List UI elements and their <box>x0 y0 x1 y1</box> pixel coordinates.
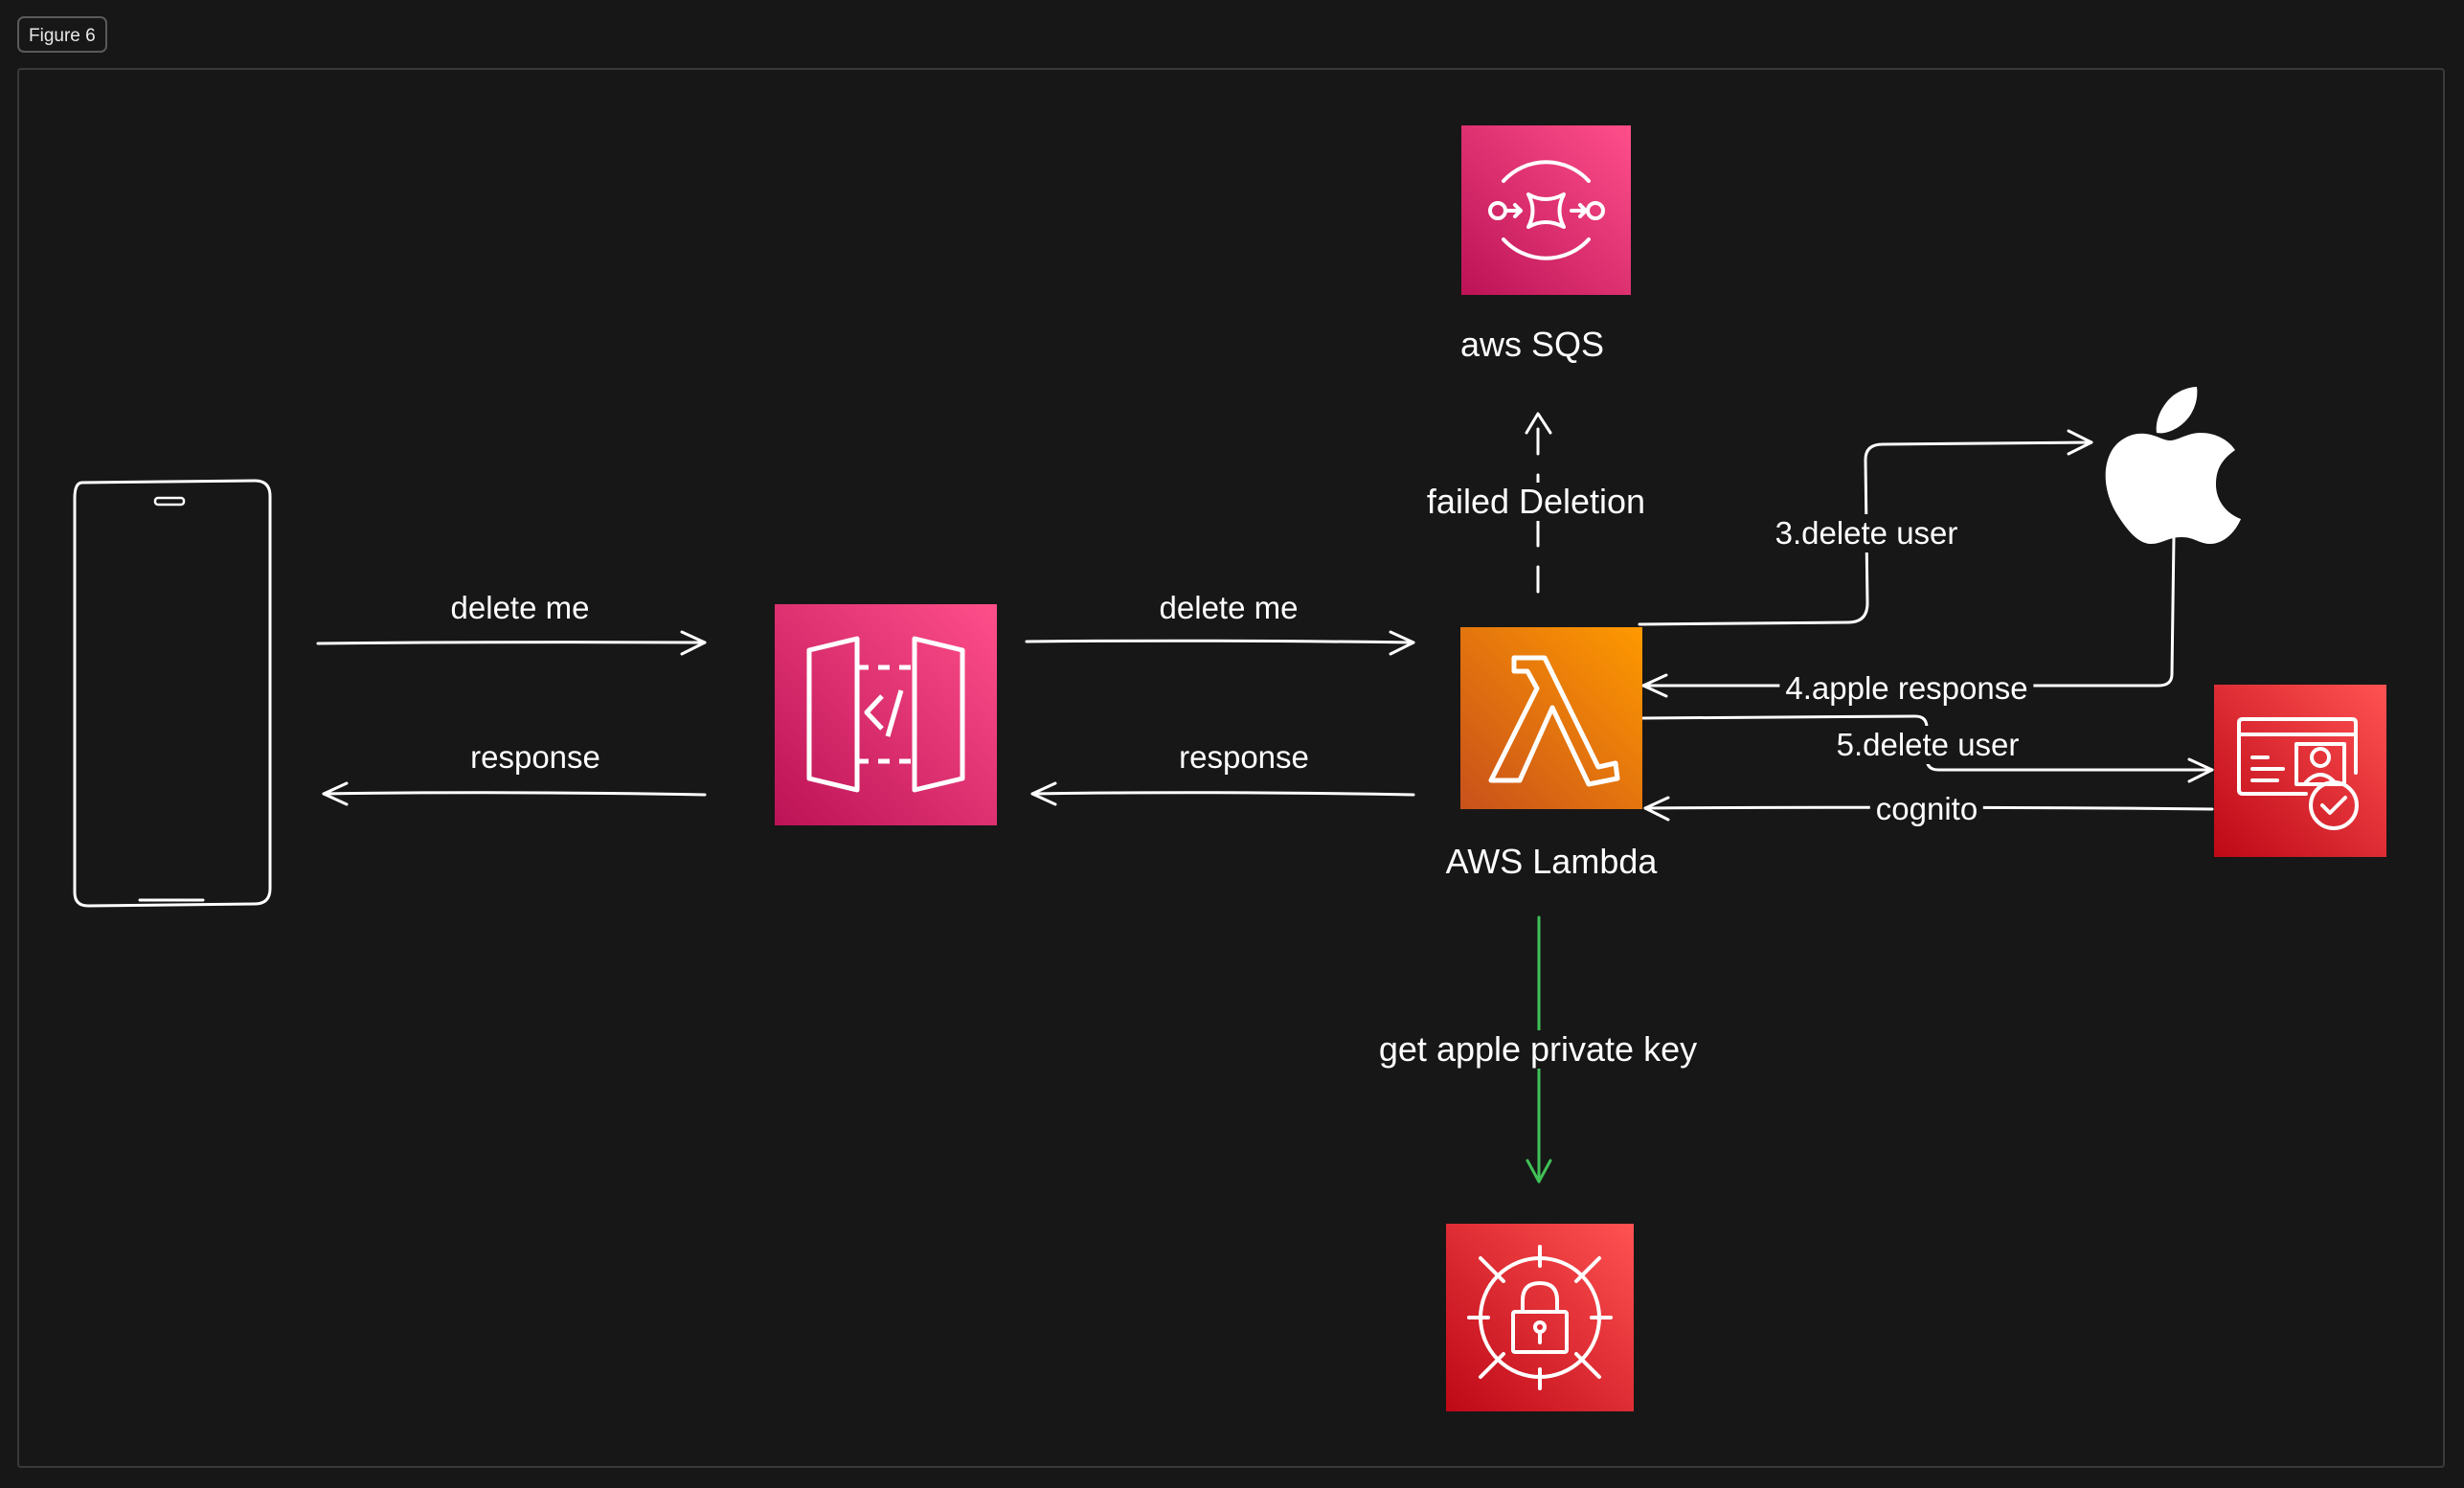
edge-label-lambda-to-sqs: failed Deletion <box>1420 483 1652 521</box>
apple-logo-icon <box>2105 387 2241 544</box>
edge-phone-to-api-arrowhead <box>680 630 707 656</box>
lambda-icon <box>1460 627 1642 809</box>
phone-icon <box>73 479 272 908</box>
edge-apple-to-lambda <box>1641 534 2176 688</box>
edge-api-to-phone <box>322 791 707 797</box>
edge-api-to-phone-arrowhead <box>322 781 349 806</box>
edge-label-lambda-to-secrets: get apple private key <box>1372 1030 1704 1069</box>
edge-apple-to-lambda-arrowhead <box>1641 673 1668 698</box>
sqs-label: aws SQS <box>1454 326 1611 364</box>
edge-api-to-lambda <box>1025 639 1415 644</box>
edge-api-to-lambda-arrowhead <box>1389 630 1415 656</box>
edge-label-cognito-to-lambda: cognito <box>1869 790 1984 828</box>
edge-lambda-to-api <box>1030 791 1415 797</box>
edge-label-api-to-lambda: delete me <box>1153 589 1304 627</box>
secrets-manager-icon <box>1446 1224 1634 1411</box>
edge-label-phone-to-api: delete me <box>444 589 596 627</box>
edge-label-api-to-phone: response <box>464 738 606 777</box>
edge-lambda-to-secrets-arrowhead <box>1526 1159 1552 1184</box>
edge-label-lambda-to-cognito: 5.delete user <box>1830 726 2025 764</box>
sqs-icon <box>1461 125 1631 295</box>
edge-lambda-to-api-arrowhead <box>1030 781 1057 806</box>
edge-label-lambda-to-apple: 3.delete user <box>1769 514 1964 552</box>
edge-lambda-to-sqs-arrowhead <box>1525 412 1552 435</box>
figure-label: Figure 6 <box>17 16 107 53</box>
edge-lambda-to-cognito-arrowhead <box>2187 757 2214 783</box>
edge-lambda-to-apple-arrowhead <box>2067 429 2093 456</box>
diagram-frame <box>17 68 2445 1468</box>
edge-label-apple-to-lambda: 4.apple response <box>1779 669 2034 708</box>
edge-label-lambda-to-api: response <box>1173 738 1315 777</box>
lambda-label: AWS Lambda <box>1439 843 1663 881</box>
edge-cognito-to-lambda-arrowhead <box>1643 796 1670 822</box>
cognito-icon <box>2214 685 2386 857</box>
api-gateway-icon <box>775 604 997 825</box>
